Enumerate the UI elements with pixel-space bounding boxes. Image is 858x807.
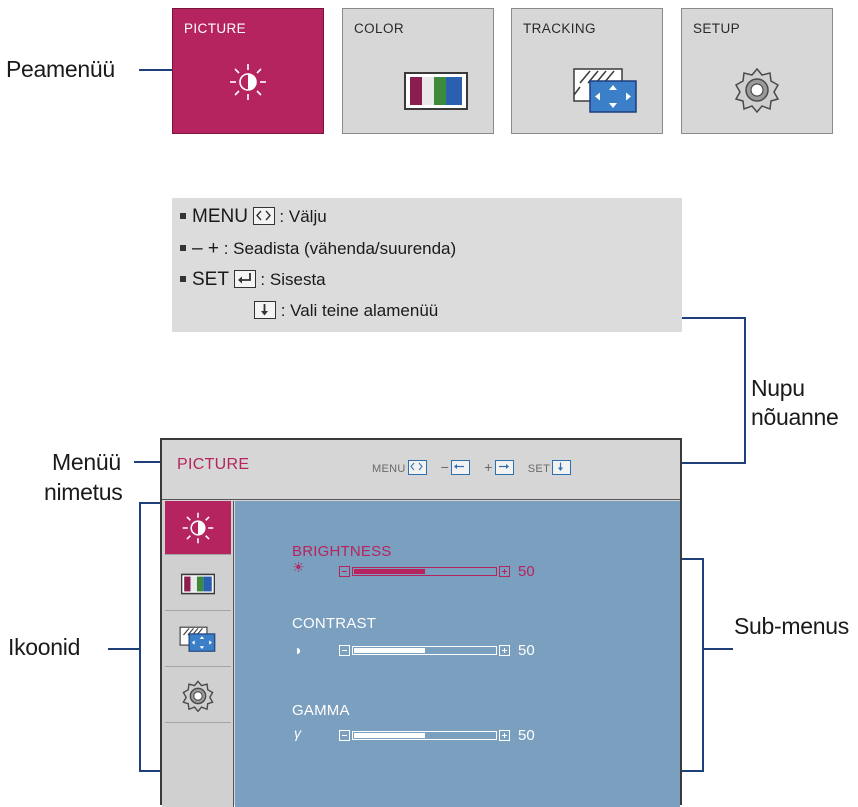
gamma-slider[interactable] — [352, 731, 497, 740]
gamma-plus-icon[interactable] — [499, 730, 510, 741]
color-bars-icon — [404, 72, 468, 115]
color-bars-icon — [181, 573, 215, 594]
osd-icon-sidebar — [162, 501, 234, 807]
help-set-key: SET — [192, 269, 229, 290]
submenus-label: Sub-menus — [734, 613, 849, 639]
brightness-minus-icon[interactable] — [339, 566, 350, 577]
brightness-sun-icon: ☀ — [292, 559, 305, 575]
osd-title: PICTURE — [177, 456, 250, 473]
side-item-color[interactable] — [165, 557, 231, 611]
brightness-plus-icon[interactable] — [499, 566, 510, 577]
submenu-brightness-label: BRIGHTNESS — [292, 543, 392, 560]
tile-tracking-label: TRACKING — [523, 21, 596, 36]
gamma-value: 50 — [518, 727, 535, 744]
osd-key-set-label: SET — [527, 463, 551, 475]
submenu-gamma-label: GAMMA — [292, 702, 350, 719]
tracking-icon — [179, 626, 216, 652]
help-row-adjust: – + : Seadista (vähenda/suurenda) — [172, 238, 456, 260]
tile-setup[interactable]: SETUP — [681, 8, 833, 134]
tracking-icon — [572, 67, 640, 120]
down-key-icon — [254, 301, 276, 319]
brightness-icon — [228, 62, 268, 107]
help-row-menu: MENU : Välju — [172, 206, 327, 228]
help-down-desc: : Vali teine alamenüü — [280, 301, 439, 320]
button-tip-connector — [682, 317, 746, 464]
help-adjust-desc: : Seadista (vähenda/suurenda) — [223, 239, 457, 258]
brightness-value: 50 — [518, 563, 535, 580]
contrast-icon: ◑ — [293, 642, 302, 658]
exit-key-icon — [252, 207, 275, 225]
menu-name-label-line2: nimetus — [44, 479, 123, 505]
contrast-value: 50 — [518, 642, 535, 659]
submenus-bracket — [682, 558, 704, 772]
gamma-slider-fill — [354, 733, 425, 738]
tile-picture-label: PICTURE — [184, 21, 247, 36]
tile-picture[interactable]: PICTURE — [172, 8, 324, 134]
contrast-slider-fill — [354, 648, 425, 653]
brightness-icon — [182, 512, 214, 543]
gear-icon — [182, 679, 214, 712]
osd-right-key-icon — [494, 460, 514, 475]
enter-key-icon — [233, 270, 256, 288]
button-tip-label-line1: Nupu — [751, 375, 805, 401]
tile-color-label: COLOR — [354, 21, 405, 36]
submenu-contrast-label: CONTRAST — [292, 615, 377, 632]
side-item-setup[interactable] — [165, 669, 231, 723]
contrast-minus-icon[interactable] — [339, 645, 350, 656]
osd-key-menu-label: MENU — [372, 463, 406, 475]
osd-exit-key-icon — [407, 460, 427, 475]
button-tip-label-line2: nõuanne — [751, 404, 839, 430]
help-row-set: SET : Sisesta — [172, 269, 326, 291]
brightness-slider-fill — [354, 569, 425, 574]
osd-key-hints: MENU − + SET — [372, 459, 575, 475]
osd-key-plus-label: + — [484, 459, 493, 475]
osd-window: PICTURE MENU − + SET — [160, 438, 682, 807]
osd-submenu-panel: BRIGHTNESS ☀ 50 CONTRAST ◑ 50 GAMMA γ 50 — [235, 501, 680, 807]
help-set-desc: : Sisesta — [260, 270, 326, 289]
main-menu-label: Peamenüü — [6, 56, 115, 82]
help-menu-key: MENU — [192, 206, 248, 227]
tile-setup-label: SETUP — [693, 21, 741, 36]
gamma-minus-icon[interactable] — [339, 730, 350, 741]
tile-color[interactable]: COLOR — [342, 8, 494, 134]
side-item-picture[interactable] — [165, 501, 231, 555]
help-menu-desc: : Välju — [279, 207, 327, 226]
osd-header: PICTURE MENU − + SET — [162, 440, 680, 500]
button-help-box: MENU : Välju – + : Seadista (vähenda/suu… — [172, 198, 682, 332]
help-adjust-key: – + — [192, 238, 219, 259]
gamma-icon: γ — [294, 725, 301, 741]
osd-key-minus-label: − — [440, 459, 450, 475]
icons-bracket — [139, 502, 160, 772]
menu-name-label-line1: Menüü — [52, 449, 121, 475]
osd-down-key-icon — [552, 460, 572, 475]
tile-tracking[interactable]: TRACKING — [511, 8, 663, 134]
contrast-plus-icon[interactable] — [499, 645, 510, 656]
help-row-down: : Vali teine alamenüü — [254, 301, 438, 321]
osd-left-key-icon — [451, 460, 471, 475]
side-item-tracking[interactable] — [165, 613, 231, 667]
contrast-slider[interactable] — [352, 646, 497, 655]
gear-icon — [734, 67, 780, 118]
icons-label: Ikoonid — [8, 634, 81, 660]
brightness-slider[interactable] — [352, 567, 497, 576]
